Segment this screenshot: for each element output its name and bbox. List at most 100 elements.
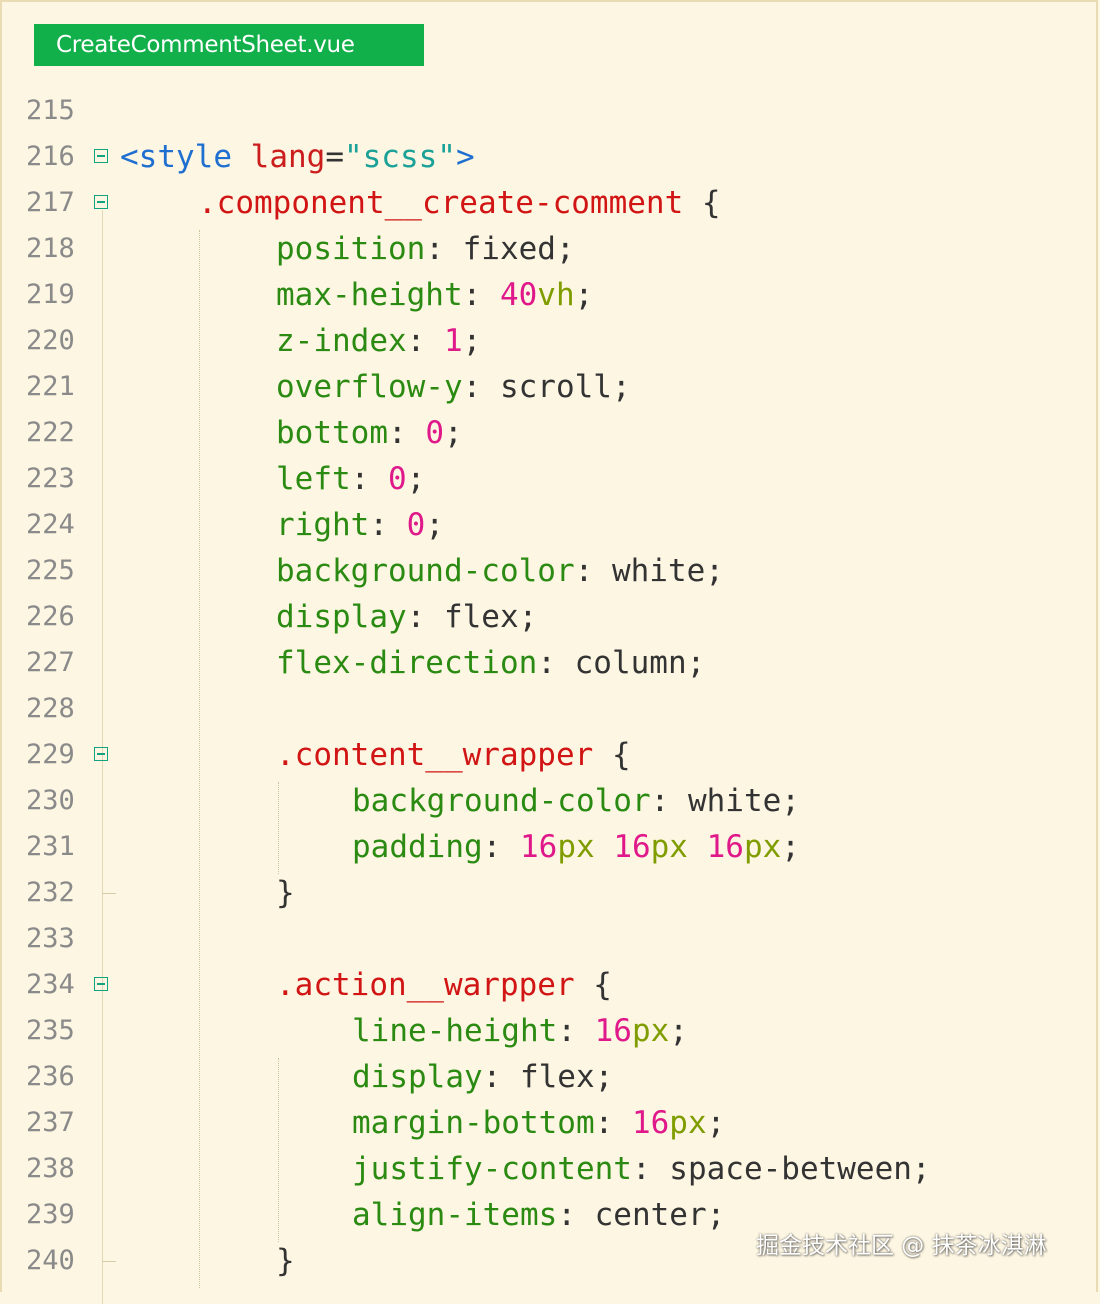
code-token: justify-content: [352, 1151, 632, 1187]
line-number: 215: [26, 95, 75, 126]
code-token: : white;: [650, 783, 800, 819]
code-token: [688, 829, 707, 865]
code-token: lang: [250, 139, 326, 175]
code-token: left: [276, 461, 351, 497]
code-text: justify-content: space-between;: [352, 1146, 931, 1192]
code-token: {: [683, 185, 721, 221]
code-token: right: [276, 507, 370, 543]
code-token: :: [387, 415, 426, 451]
code-token: ;: [425, 507, 444, 543]
code-token: }: [276, 875, 295, 911]
fold-end-marker: [102, 1261, 116, 1262]
code-token: ;: [574, 277, 594, 313]
code-line[interactable]: 225 background-color: white;: [0, 548, 1100, 594]
code-token: overflow-y: [276, 369, 463, 405]
code-token: 1: [443, 323, 463, 359]
code-token: 40: [499, 277, 538, 313]
code-token: position: [276, 231, 426, 267]
code-text: display: flex;: [352, 1054, 613, 1100]
fold-collapse-icon[interactable]: [94, 149, 108, 163]
code-token: 16: [594, 1013, 632, 1049]
code-token: px: [669, 1105, 707, 1141]
code-token: bottom: [276, 415, 388, 451]
fold-collapse-icon[interactable]: [94, 977, 108, 991]
code-token: vh: [537, 277, 575, 313]
line-number: 219: [26, 279, 75, 310]
code-text: .action__warpper {: [276, 962, 612, 1008]
code-token: [232, 139, 251, 175]
code-token: 16: [706, 829, 744, 865]
code-token: background-color: [352, 783, 651, 819]
code-line[interactable]: 238 justify-content: space-between;: [0, 1146, 1100, 1192]
code-line[interactable]: 236 display: flex;: [0, 1054, 1100, 1100]
code-line[interactable]: 234 .action__warpper {: [0, 962, 1100, 1008]
code-token: px: [743, 829, 782, 865]
line-number: 239: [26, 1199, 75, 1230]
line-number: 216: [26, 141, 75, 172]
code-token: : flex;: [482, 1059, 614, 1095]
code-line[interactable]: 230 background-color: white;: [0, 778, 1100, 824]
code-token: :: [557, 1013, 595, 1049]
line-number: 228: [26, 693, 75, 724]
line-number: 231: [26, 831, 75, 862]
code-token: ;: [462, 323, 482, 359]
code-token: px: [631, 1013, 670, 1049]
line-number: 234: [26, 969, 75, 1000]
line-number: 220: [26, 325, 75, 356]
code-line[interactable]: 216<style lang="scss">: [0, 134, 1100, 180]
line-number: 230: [26, 785, 75, 816]
code-line[interactable]: 232}: [0, 870, 1100, 916]
line-number: 232: [26, 877, 75, 908]
code-token: 16: [519, 829, 558, 865]
code-token: {: [593, 737, 631, 773]
fold-collapse-icon[interactable]: [94, 195, 108, 209]
code-token: :: [369, 507, 407, 543]
code-text: overflow-y: scroll;: [276, 364, 631, 410]
line-number: 238: [26, 1153, 75, 1184]
fold-collapse-icon[interactable]: [94, 747, 108, 761]
line-number: 233: [26, 923, 75, 954]
code-token: : white;: [574, 553, 724, 589]
code-line[interactable]: 228: [0, 686, 1100, 732]
indent-guide: [199, 230, 200, 1288]
code-token: display: [276, 599, 407, 635]
code-text: }: [276, 1238, 295, 1284]
code-line[interactable]: 229.content__wrapper {: [0, 732, 1100, 778]
code-token: line-height: [352, 1013, 558, 1049]
code-line[interactable]: 215: [0, 88, 1100, 134]
line-number: 236: [26, 1061, 75, 1092]
line-number: 224: [26, 509, 75, 540]
line-number: 226: [26, 601, 75, 632]
line-number: 227: [26, 647, 75, 678]
indent-guide: [278, 782, 279, 874]
line-number: 222: [26, 417, 75, 448]
line-number: 218: [26, 233, 75, 264]
code-line[interactable]: 233: [0, 916, 1100, 962]
code-line[interactable]: 240}: [0, 1238, 1100, 1284]
code-token: .content__wrapper: [276, 737, 594, 773]
code-token: .action__warpper: [276, 967, 575, 1003]
code-line[interactable]: 217.component__create-comment {: [0, 180, 1100, 226]
code-text: background-color: white;: [276, 548, 724, 594]
code-token: align-items: [352, 1197, 558, 1233]
line-number: 225: [26, 555, 75, 586]
code-token: ;: [669, 1013, 688, 1049]
code-token: <style: [120, 139, 232, 175]
code-token: :: [406, 323, 444, 359]
code-token: px: [557, 829, 595, 865]
file-tab[interactable]: CreateCommentSheet.vue: [34, 24, 424, 66]
